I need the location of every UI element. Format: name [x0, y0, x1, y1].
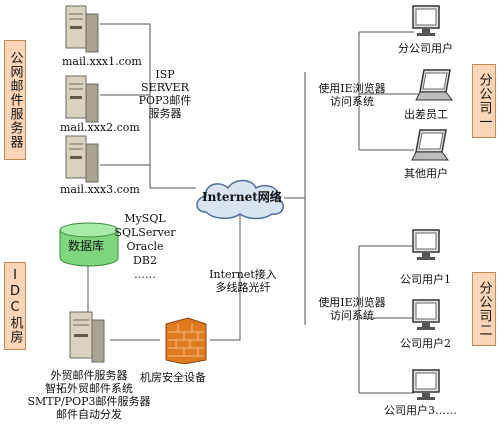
ie-access-1-line-1: 使用IE浏览器 [318, 82, 386, 95]
branch2-user-1-label: 公司用户1 [400, 273, 451, 286]
laptop-icon [415, 69, 453, 101]
ie-access-label-1: 使用IE浏览器 访问系统 [306, 82, 398, 108]
mail-servers-box: 公网邮件服务器 [4, 40, 26, 160]
internet-access-line-1: Internet接入 [209, 268, 277, 281]
idc-box: IDC机房 [4, 262, 26, 350]
idc-server-line-4: 邮件自动分发 [56, 408, 122, 421]
branch2-user-2-label: 公司用户2 [400, 337, 451, 350]
mail-servers-label: 公网邮件服务器 [7, 51, 23, 149]
isp-line-2: SERVER [141, 81, 189, 94]
db-type-mysql: MySQL [124, 212, 166, 225]
ie-access-2-line-2: 访问系统 [330, 309, 374, 322]
branch1-label: 分公司一 [476, 73, 492, 129]
idc-label: IDC机房 [7, 268, 23, 344]
idc-server-line-1: 外贸邮件服务器 [50, 369, 128, 382]
internet-access-label: Internet接入 多线路光纤 [198, 268, 288, 294]
branch2-box: 分公司二 [472, 272, 496, 346]
ie-access-label-2: 使用IE浏览器 访问系统 [306, 296, 398, 322]
firewall-label: 机房安全设备 [140, 371, 206, 384]
isp-line-4: 服务器 [148, 107, 182, 120]
database-label: 数据库 [68, 239, 105, 253]
desktop-monitor-icon [412, 229, 440, 260]
idc-server-line-2: 智拓外贸邮件系统 [45, 382, 133, 395]
desktop-monitor-icon [412, 5, 440, 36]
branch1-user-2-label: 出差员工 [404, 108, 448, 121]
desktop-monitor-icon [412, 369, 440, 400]
server-2-label: mail.xxx2.com [60, 121, 140, 134]
branch1-user-3-label: 其他用户 [404, 167, 448, 180]
branch2-user-3-label: 公司用户3…… [384, 404, 457, 417]
server-icon [65, 5, 99, 53]
db-type-more: …… [134, 268, 156, 281]
isp-line-3: POP3邮件 [138, 94, 192, 107]
isp-line-1: ISP [155, 68, 175, 81]
database-icon [59, 222, 119, 267]
database-types: MySQL SQLServer Oracle DB2 …… [112, 212, 178, 282]
db-type-oracle: Oracle [126, 240, 164, 253]
server-icon [69, 311, 105, 363]
server-3-label: mail.xxx3.com [60, 183, 140, 196]
branch2-label: 分公司二 [476, 281, 492, 337]
idc-server-line-3: SMTP/POP3邮件服务器 [27, 395, 151, 408]
ie-access-1-line-2: 访问系统 [330, 95, 374, 108]
desktop-monitor-icon [412, 299, 440, 330]
firewall-icon [165, 317, 207, 364]
db-type-db2: DB2 [133, 254, 157, 267]
branch1-user-1-label: 分公司用户 [398, 42, 453, 55]
internet-cloud-icon [196, 179, 284, 220]
server-1-label: mail.xxx1.com [62, 55, 142, 68]
db-type-sqlserver: SQLServer [114, 226, 176, 239]
laptop-icon [411, 129, 449, 161]
server-icon [65, 75, 99, 123]
isp-label: ISP SERVER POP3邮件 服务器 [120, 68, 210, 120]
idc-server-label: 外贸邮件服务器 智拓外贸邮件系统 SMTP/POP3邮件服务器 邮件自动分发 [14, 369, 164, 421]
server-icon [65, 135, 99, 183]
internet-label: Internet网络 [202, 190, 282, 204]
branch1-box: 分公司一 [472, 64, 496, 138]
ie-access-2-line-1: 使用IE浏览器 [318, 296, 386, 309]
internet-access-line-2: 多线路光纤 [215, 281, 271, 294]
